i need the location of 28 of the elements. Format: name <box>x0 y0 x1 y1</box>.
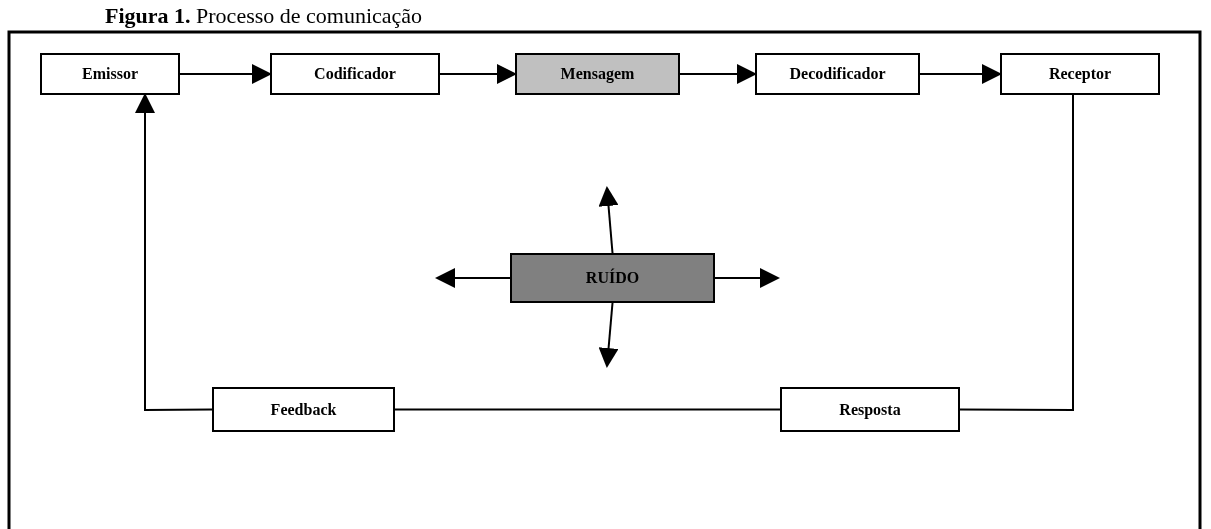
box-label: Decodificador <box>789 65 886 83</box>
process-box <box>270 53 440 95</box>
box-label: Codificador <box>314 65 396 83</box>
arrow <box>435 268 511 288</box>
box-label: Resposta <box>839 400 901 419</box>
process-box <box>1000 53 1160 95</box>
process-box <box>212 387 395 432</box>
figure-title: Figura 1. Processo de comunicação <box>105 3 423 29</box>
arrow <box>679 64 757 84</box>
box-label: Receptor <box>1048 65 1112 83</box>
box-label: RUÍDO <box>585 269 640 287</box>
arrow <box>598 302 619 368</box>
arrow <box>135 93 213 411</box>
process-box <box>510 253 715 303</box>
connector-line <box>959 94 1074 411</box>
connector-line <box>394 408 781 411</box>
process-box <box>780 387 960 432</box>
arrow <box>714 268 780 288</box>
box-label: Mensagem <box>560 65 635 83</box>
process-box <box>755 53 920 95</box>
process-box <box>515 53 680 95</box>
arrow <box>919 64 1002 84</box>
box-label: Emissor <box>82 65 138 83</box>
arrow <box>439 64 517 84</box>
arrow <box>598 186 619 254</box>
arrow <box>179 64 272 84</box>
process-box <box>40 53 180 95</box>
box-label: Feedback <box>270 400 337 419</box>
